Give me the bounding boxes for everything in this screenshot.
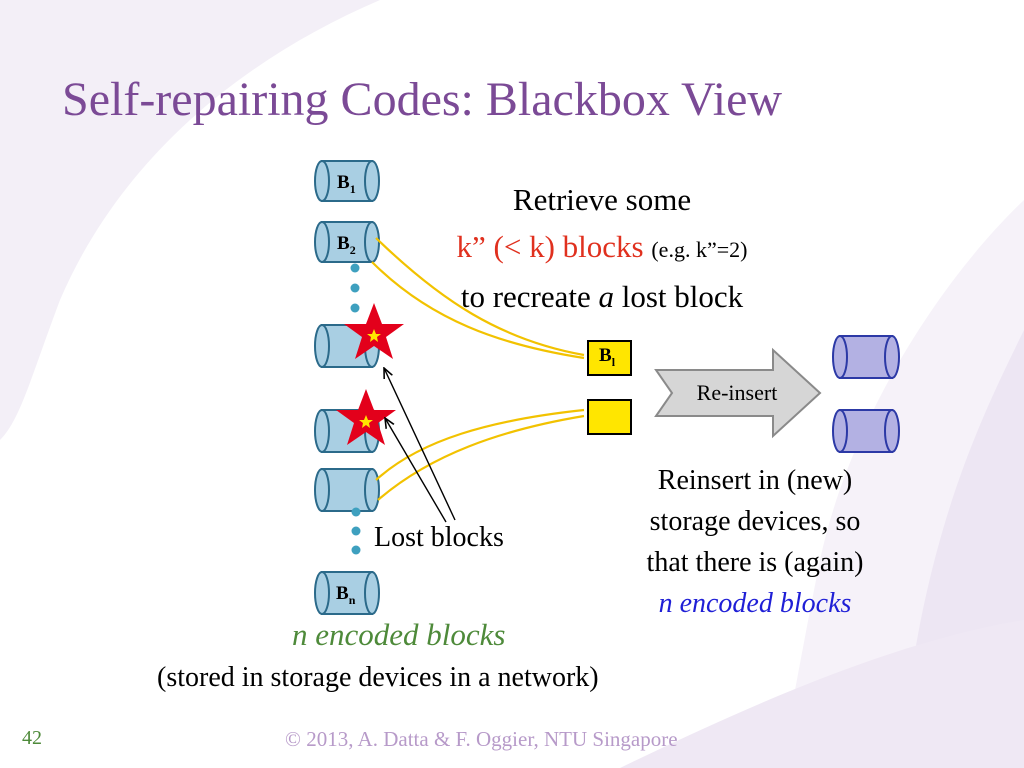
retrieve-line-1: Retrieve some [512, 182, 692, 217]
retrieval-curves [371, 237, 585, 501]
new-storage-cylinder [832, 409, 900, 453]
storage-cylinder-b3 [314, 468, 380, 512]
slide-title: Self-repairing Codes: Blackbox View [62, 73, 783, 126]
encoded-blocks-label: n encoded blocks [292, 617, 506, 652]
lost-blocks-label: Lost blocks [374, 522, 504, 553]
ellipsis-dots-top [350, 263, 360, 313]
reinsert-line-1: Reinsert in (new) [657, 465, 853, 496]
reinsert-text: Reinsert in (new) storage devices, so th… [600, 460, 910, 624]
lost-star-icon [344, 303, 404, 359]
storage-cylinder-bn [314, 571, 380, 615]
reinsert-label: Re-insert [696, 380, 778, 405]
block-label-b1: B1 [337, 172, 356, 196]
retrieve-line-3: to recreate a lost block [460, 279, 744, 314]
reinsert-arrow-icon [654, 347, 822, 439]
encoded-blocks-note: (stored in storage devices in a network) [157, 662, 599, 693]
new-storage-cylinder [832, 335, 900, 379]
block-label-b2: B2 [337, 233, 356, 257]
recreated-block-box [587, 399, 632, 435]
slide-number: 42 [22, 727, 42, 749]
reinsert-line-3: that there is (again) [646, 547, 864, 578]
block-label-bn: Bn [336, 583, 356, 607]
lost-blocks-pointers [384, 368, 456, 523]
ellipsis-dots-bottom [351, 507, 361, 555]
retrieve-line-2: k” (< k) blocks (e.g. k”=2) [456, 229, 748, 264]
block-label-retrieved: Bl [599, 345, 616, 369]
storage-cylinder-b1 [314, 160, 380, 202]
reinsert-line-2: storage devices, so [649, 506, 861, 537]
retrieve-text: Retrieve some k” (< k) blocks (e.g. k”=2… [402, 176, 802, 320]
reinsert-line-4: n encoded blocks [658, 588, 852, 619]
copyright-text: © 2013, A. Datta & F. Oggier, NTU Singap… [285, 727, 678, 751]
retrieved-block-box [587, 340, 632, 376]
lost-star-icon [336, 389, 396, 445]
